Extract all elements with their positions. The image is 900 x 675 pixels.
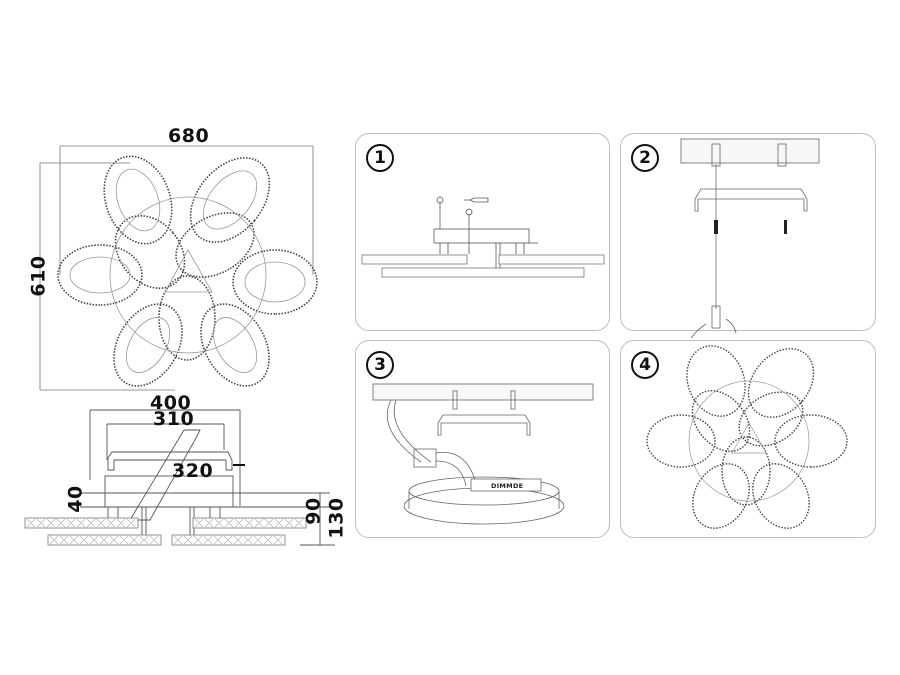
step-number-3: 3: [366, 351, 394, 379]
fixture-side-view-icon: [361, 196, 605, 278]
driver-label: DIMMDE: [491, 482, 524, 490]
dimension-height-130: 130: [325, 497, 348, 539]
drill-mount-bracket-icon: [680, 138, 820, 339]
assembled-fixture-icon: [646, 345, 848, 529]
connect-wires-icon: [372, 383, 594, 525]
dimension-base-400: 400: [150, 392, 192, 414]
dimension-height-40: 40: [64, 485, 87, 513]
dimension-drawing: 680 610: [0, 0, 348, 560]
dimension-height-90: 90: [302, 497, 325, 525]
flower-top-view-drawing: [39, 145, 318, 391]
step-number-2: 2: [631, 144, 659, 172]
step-panel-4: 4: [620, 340, 876, 538]
side-view-drawing: [24, 409, 335, 546]
dimension-bracket-320: 320: [172, 460, 214, 482]
step-number-1: 1: [366, 144, 394, 172]
step-panel-3: 3 DIMMDE: [355, 340, 610, 538]
step-panel-2: 2: [620, 133, 876, 339]
dimension-bracket-310: 310: [153, 408, 195, 430]
dimension-width-680: 680: [168, 125, 210, 147]
step-number-4: 4: [631, 351, 659, 379]
step-panel-1: 1: [355, 133, 610, 331]
